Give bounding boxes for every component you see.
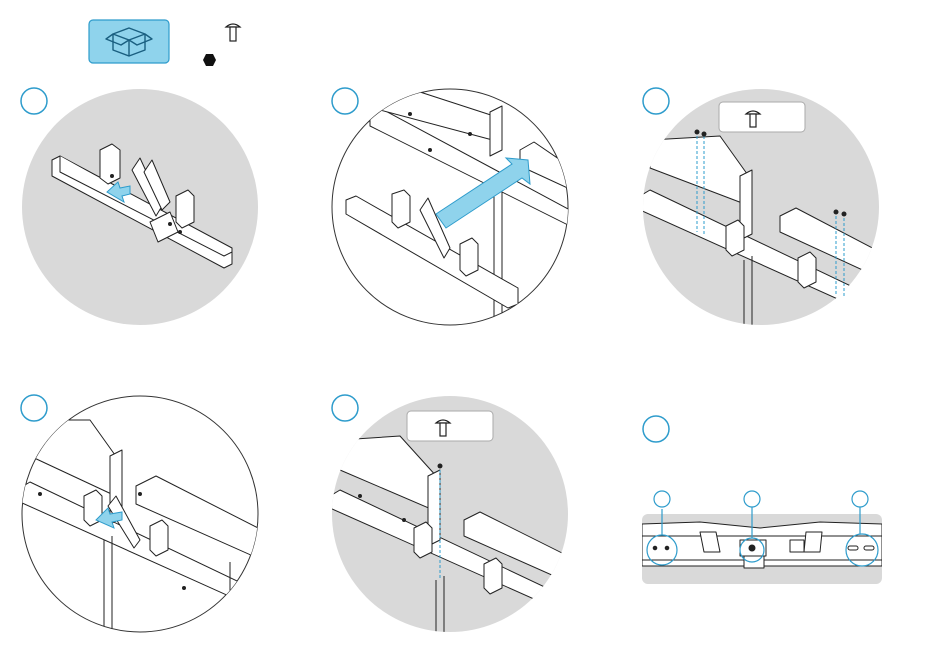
step-marker-circle — [332, 395, 358, 421]
step-5-panel — [330, 395, 572, 640]
step-marker-circle — [21, 395, 47, 421]
screw-callout — [719, 102, 805, 132]
hex-nut-icon — [203, 54, 216, 66]
step-marker-circle — [643, 416, 669, 442]
detail-marker-3 — [852, 491, 868, 507]
step-1-panel — [21, 88, 258, 325]
detail-marker-2 — [744, 491, 760, 507]
step-3-panel — [640, 88, 880, 330]
screw-callout — [407, 411, 493, 441]
step-2-panel — [332, 88, 572, 330]
step-6-panel — [642, 416, 882, 584]
step-marker-circle — [21, 88, 47, 114]
package-box-badge — [89, 20, 169, 63]
step-marker-circle — [643, 88, 669, 114]
step-marker-circle — [332, 88, 358, 114]
screw-icon — [226, 24, 240, 41]
step-4-panel — [20, 395, 262, 640]
detail-marker-1 — [654, 491, 670, 507]
